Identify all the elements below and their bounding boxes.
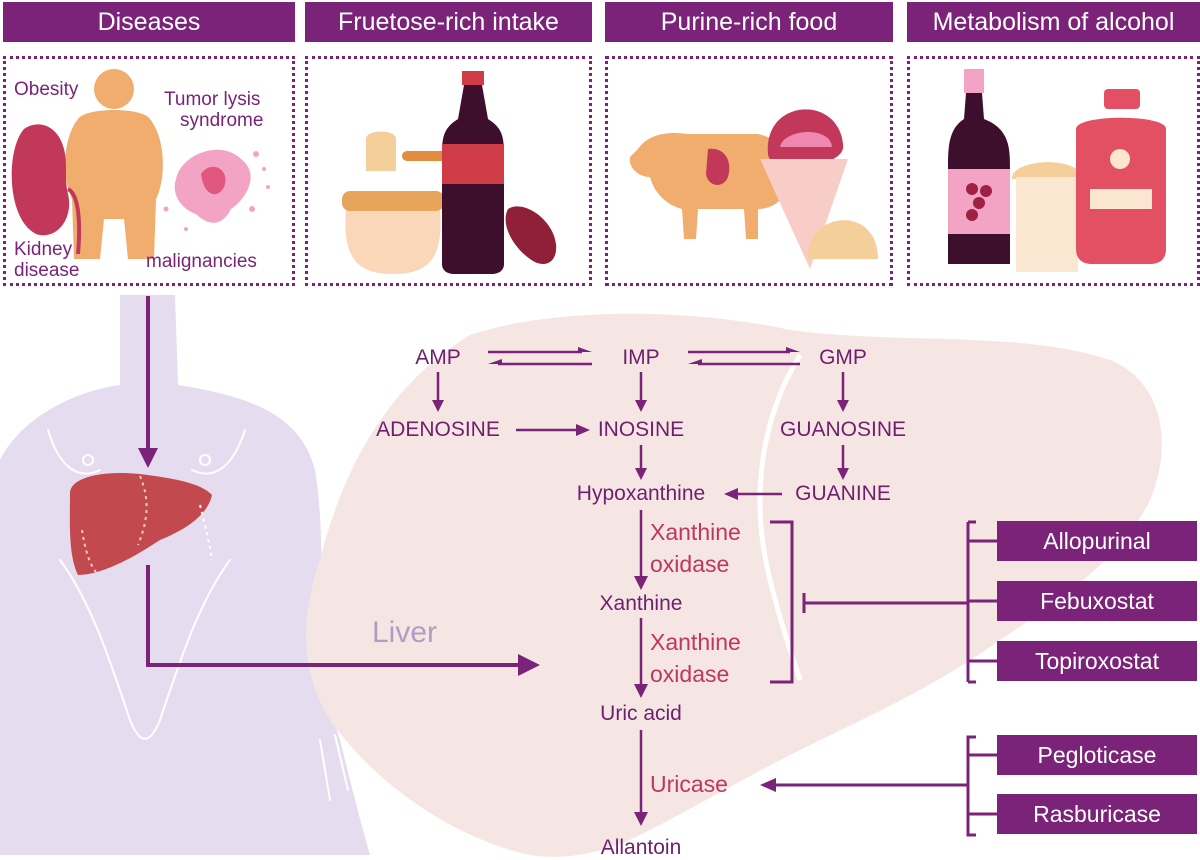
drug-allopurinal: Allopurinal — [997, 521, 1197, 561]
human-body-silhouette — [0, 295, 370, 855]
panel-alcohol — [907, 56, 1200, 286]
pathway-arrows — [432, 347, 849, 826]
honey-pot-icon — [342, 131, 458, 274]
enzyme-xanthine-oxidase-2a: Xanthine — [650, 629, 741, 655]
obese-person-icon — [65, 69, 163, 259]
enzyme-xanthine-oxidase-1b: oxidase — [650, 551, 730, 577]
label-kidney-1: Kidney — [14, 239, 73, 260]
drug-pegloticase: Pegloticase — [997, 735, 1197, 775]
label-obesity: Obesity — [14, 79, 79, 100]
node-guanine: GUANINE — [795, 482, 891, 505]
liquor-bottle-icon — [1076, 89, 1166, 264]
uricase-arrow-head — [760, 778, 776, 792]
uricase-drug-bracket — [772, 735, 997, 837]
node-guanosine: GUANOSINE — [779, 418, 907, 441]
ice-cream-icon — [760, 109, 848, 269]
enzyme-xanthine-oxidase-1a: Xanthine — [650, 519, 741, 545]
tumor-cell-icon — [163, 149, 270, 231]
body-liver-icon — [69, 472, 213, 575]
label-tumor-lysis-1: Tumor lysis — [164, 89, 261, 110]
node-hypoxanthine: Hypoxanthine — [576, 482, 706, 505]
node-amp: AMP — [415, 346, 461, 369]
header-alcohol-metabolism: Metabolism of alcohol — [907, 2, 1200, 42]
node-uric-acid: Uric acid — [600, 702, 682, 725]
date-fruit-icon — [505, 206, 557, 264]
node-allantoin: Allantoin — [600, 836, 682, 859]
drug-febuxostat: Febuxostat — [997, 581, 1197, 621]
cola-bottle-icon — [442, 71, 504, 274]
label-kidney-2: disease — [14, 260, 80, 281]
node-inosine: INOSINE — [597, 418, 685, 441]
xo-inhibitor-bracket — [770, 520, 997, 684]
panel-purine-food — [605, 56, 893, 286]
pig-icon — [629, 132, 790, 239]
label-malignancies: malignancies — [146, 251, 257, 272]
disease-to-liver-arrow — [138, 296, 158, 468]
liver-label: Liver — [372, 616, 438, 649]
enzyme-uricase: Uricase — [650, 771, 728, 797]
node-xanthine: Xanthine — [599, 592, 683, 615]
panel-diseases: Obesity Tumor lysis syndrome Kidney dise… — [3, 56, 295, 286]
node-adenosine: ADENOSINE — [376, 418, 500, 441]
panel-fructose-intake — [305, 56, 592, 286]
enzyme-xanthine-oxidase-2b: oxidase — [650, 661, 730, 687]
drug-topiroxostat: Topiroxostat — [997, 641, 1197, 681]
label-tumor-lysis-2: syndrome — [180, 110, 264, 131]
header-fructose-intake: Fruetose-rich intake — [305, 2, 592, 42]
node-gmp: GMP — [819, 346, 867, 369]
header-purine-food: Purine-rich food — [605, 2, 893, 42]
human-body-outline — [47, 429, 361, 801]
drug-rasburicase: Rasburicase — [997, 794, 1197, 834]
shell-icon — [808, 220, 878, 259]
node-imp: IMP — [622, 346, 660, 369]
kidney-icon — [11, 124, 82, 255]
liver-background — [306, 313, 1162, 857]
wine-bottle-icon — [948, 69, 1010, 264]
body-to-liver-arrow — [146, 565, 540, 676]
header-diseases: Diseases — [3, 2, 295, 42]
